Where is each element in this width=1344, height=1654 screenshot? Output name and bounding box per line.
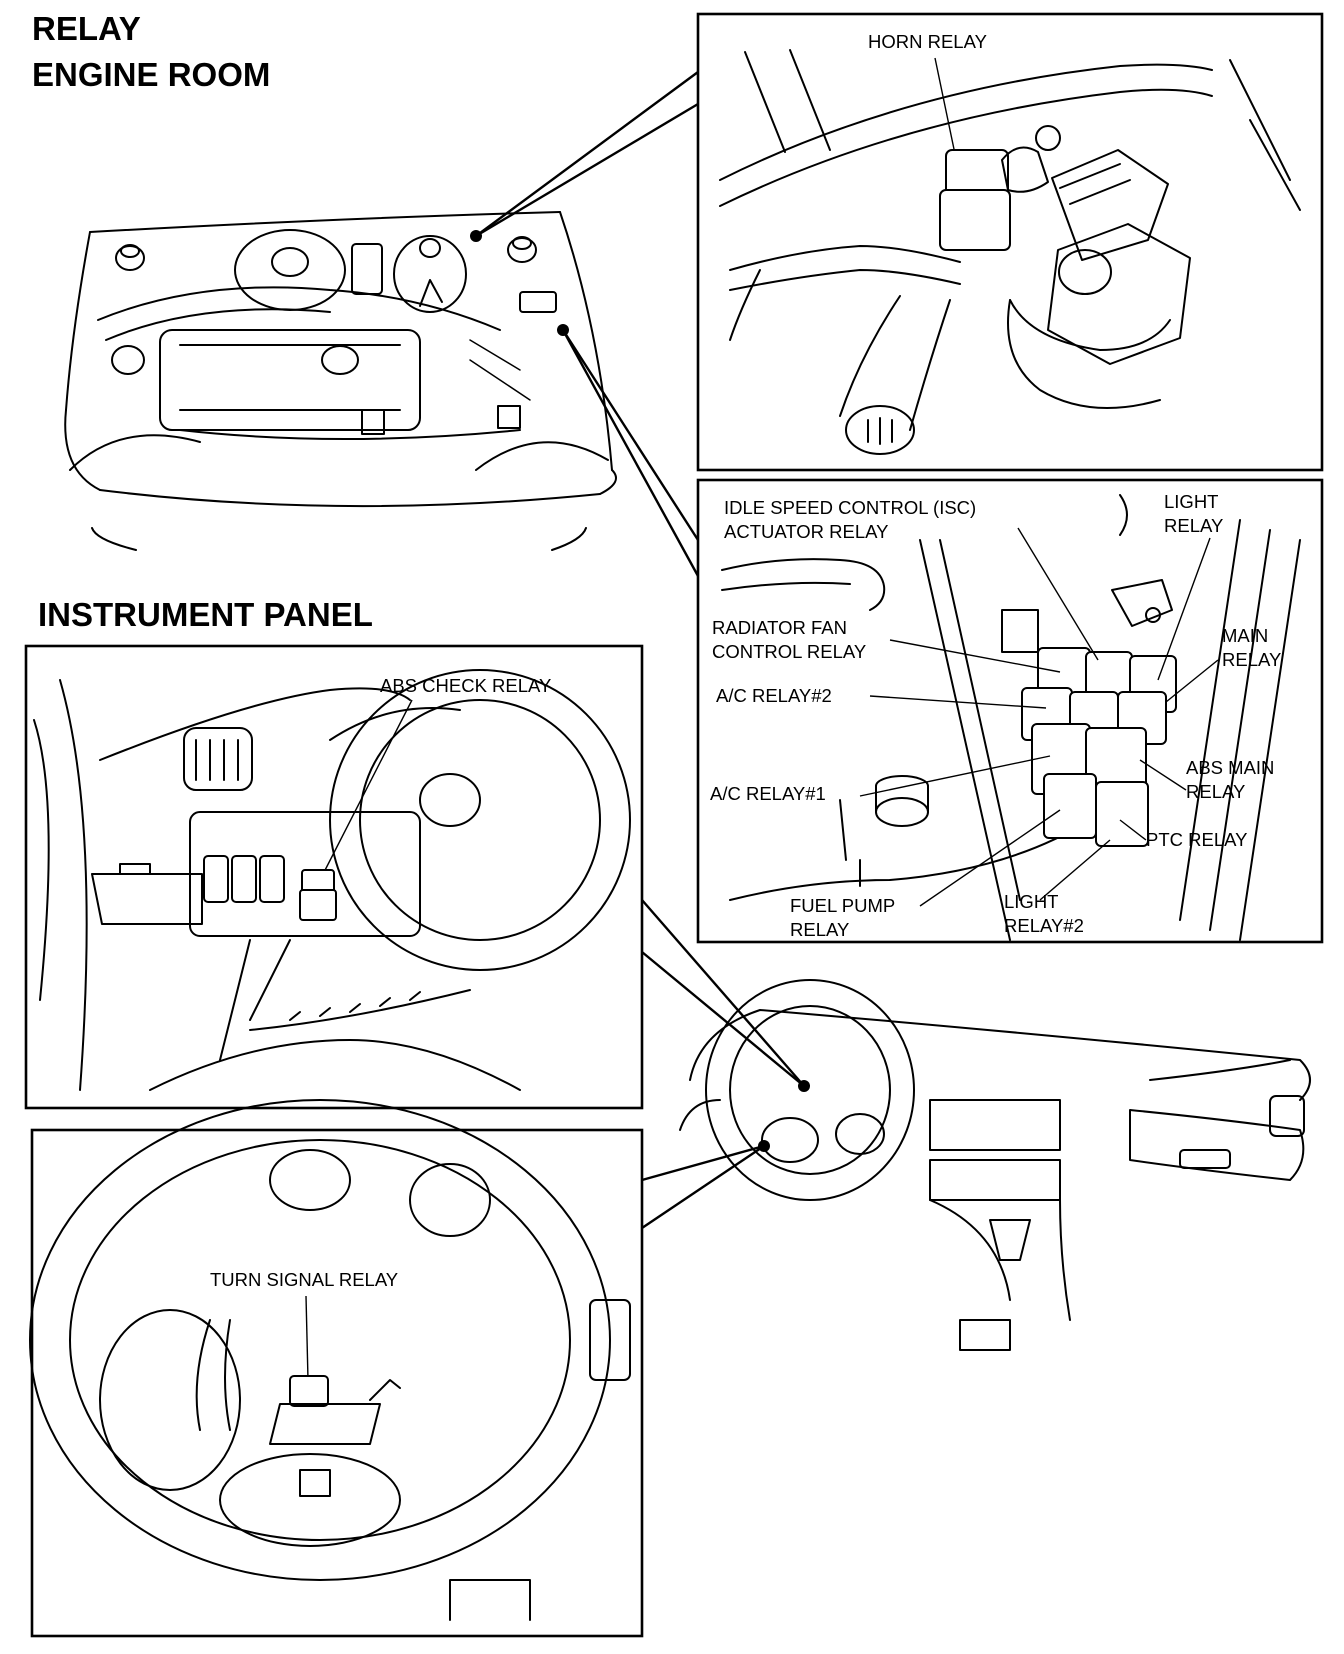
horn-relay-detail: HORN RELAY xyxy=(696,12,1324,472)
relay-box-callout-line xyxy=(561,329,700,541)
label-ac-relay-1: A/C RELAY#1 xyxy=(710,783,826,804)
label-isc-relay-line1: IDLE SPEED CONTROL (ISC) xyxy=(724,497,976,518)
abs-check-relay-detail: ABS CHECK RELAY xyxy=(24,644,644,1110)
label-ac-relay-2: A/C RELAY#2 xyxy=(716,685,832,706)
label-light-relay-2-line2: RELAY#2 xyxy=(1004,915,1084,936)
abs-check-callout-line xyxy=(641,899,805,1087)
abs-check-location-dot xyxy=(798,1080,810,1092)
label-isc-relay-line2: ACTUATOR RELAY xyxy=(724,521,888,542)
label-main-relay-line1: MAIN xyxy=(1222,625,1268,646)
label-turn-signal-relay: TURN SIGNAL RELAY xyxy=(210,1269,398,1290)
label-light-relay-2-line1: LIGHT xyxy=(1004,891,1058,912)
label-radiator-fan-relay-line1: RADIATOR FAN xyxy=(712,617,847,638)
label-main-relay-line2: RELAY xyxy=(1222,649,1281,670)
engine-bay-overview xyxy=(64,211,617,551)
heading-relay: RELAY xyxy=(32,10,141,47)
heading-instrument-panel: INSTRUMENT PANEL xyxy=(38,596,373,633)
engine-relay-box-detail: IDLE SPEED CONTROL (ISC) ACTUATOR RELAY … xyxy=(696,478,1324,944)
label-abs-main-relay-line1: ABS MAIN xyxy=(1186,757,1274,778)
label-abs-main-relay-line2: RELAY xyxy=(1186,781,1245,802)
horn-relay-callout-line xyxy=(475,71,699,237)
label-fuel-pump-relay-line1: FUEL PUMP xyxy=(790,895,895,916)
turn-signal-relay-detail: TURN SIGNAL RELAY xyxy=(29,1099,644,1638)
label-ptc-relay: PTC RELAY xyxy=(1146,829,1247,850)
label-light-relay-line2: RELAY xyxy=(1164,515,1223,536)
label-radiator-fan-relay-line2: CONTROL RELAY xyxy=(712,641,866,662)
label-fuel-pump-relay-line2: RELAY xyxy=(790,919,849,940)
dashboard-overview xyxy=(679,979,1311,1351)
label-light-relay-line1: LIGHT xyxy=(1164,491,1218,512)
label-horn-relay: HORN RELAY xyxy=(868,31,987,52)
turn-signal-callout-line xyxy=(641,1144,765,1182)
turn-signal-location-dot xyxy=(758,1140,770,1152)
heading-engine-room: ENGINE ROOM xyxy=(32,56,270,93)
